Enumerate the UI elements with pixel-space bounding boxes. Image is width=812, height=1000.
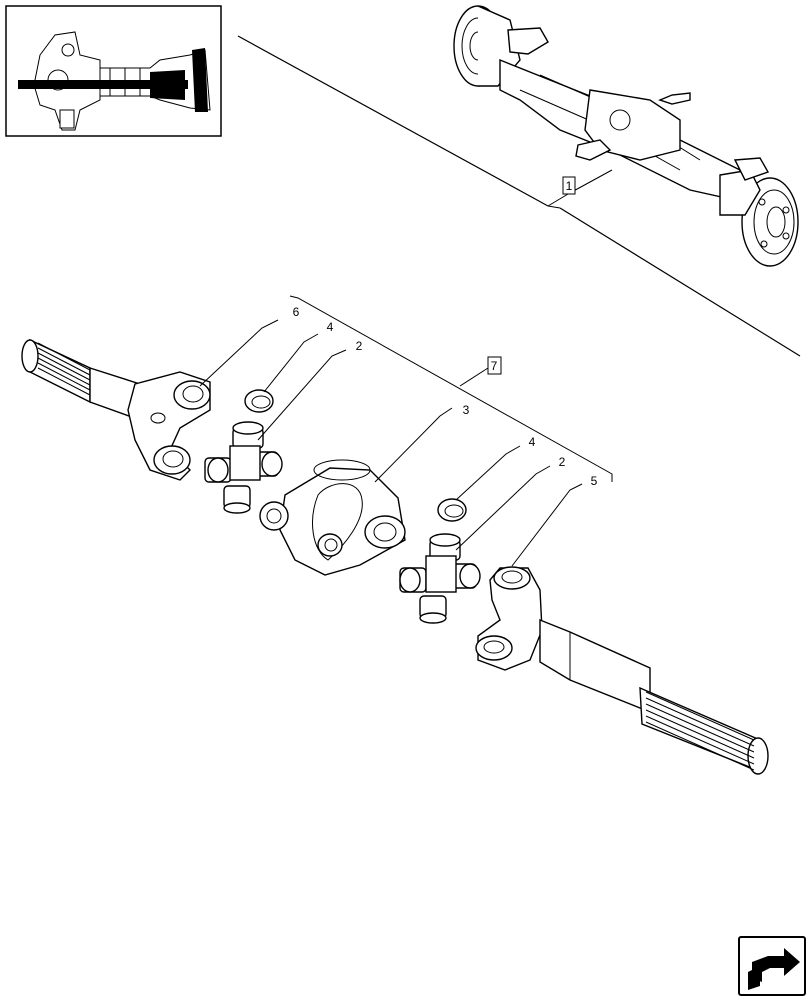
part-6-label: 6 (293, 305, 300, 319)
shaft-yoke-right[interactable]: 5 (475, 474, 769, 775)
snap-ring-lower[interactable]: 4 (437, 435, 536, 522)
part-4a-label: 4 (327, 320, 334, 334)
snap-ring-upper[interactable]: 4 (244, 320, 334, 413)
ref-7-label: 7 (491, 359, 498, 373)
axle-section-thumbnail[interactable] (5, 5, 222, 137)
part-5-label: 5 (591, 474, 598, 488)
thumbnail-axle-drawing (18, 31, 211, 131)
return-arrow-icon[interactable] (738, 936, 806, 996)
ref-1-label: 1 (566, 179, 573, 193)
part-2a-label: 2 (356, 339, 363, 353)
universal-joint-cross-lower[interactable]: 2 (399, 455, 566, 624)
part-3-label: 3 (463, 403, 470, 417)
assembled-axle-illustration: 1 (237, 5, 801, 357)
group-bracket: 7 (289, 295, 613, 482)
universal-joint-cross-upper[interactable]: 2 (204, 339, 363, 514)
shaft-yoke-left[interactable]: 6 (21, 305, 300, 481)
part-2b-label: 2 (559, 455, 566, 469)
center-coupling-body[interactable]: 3 (259, 403, 470, 576)
part-4b-label: 4 (529, 435, 536, 449)
